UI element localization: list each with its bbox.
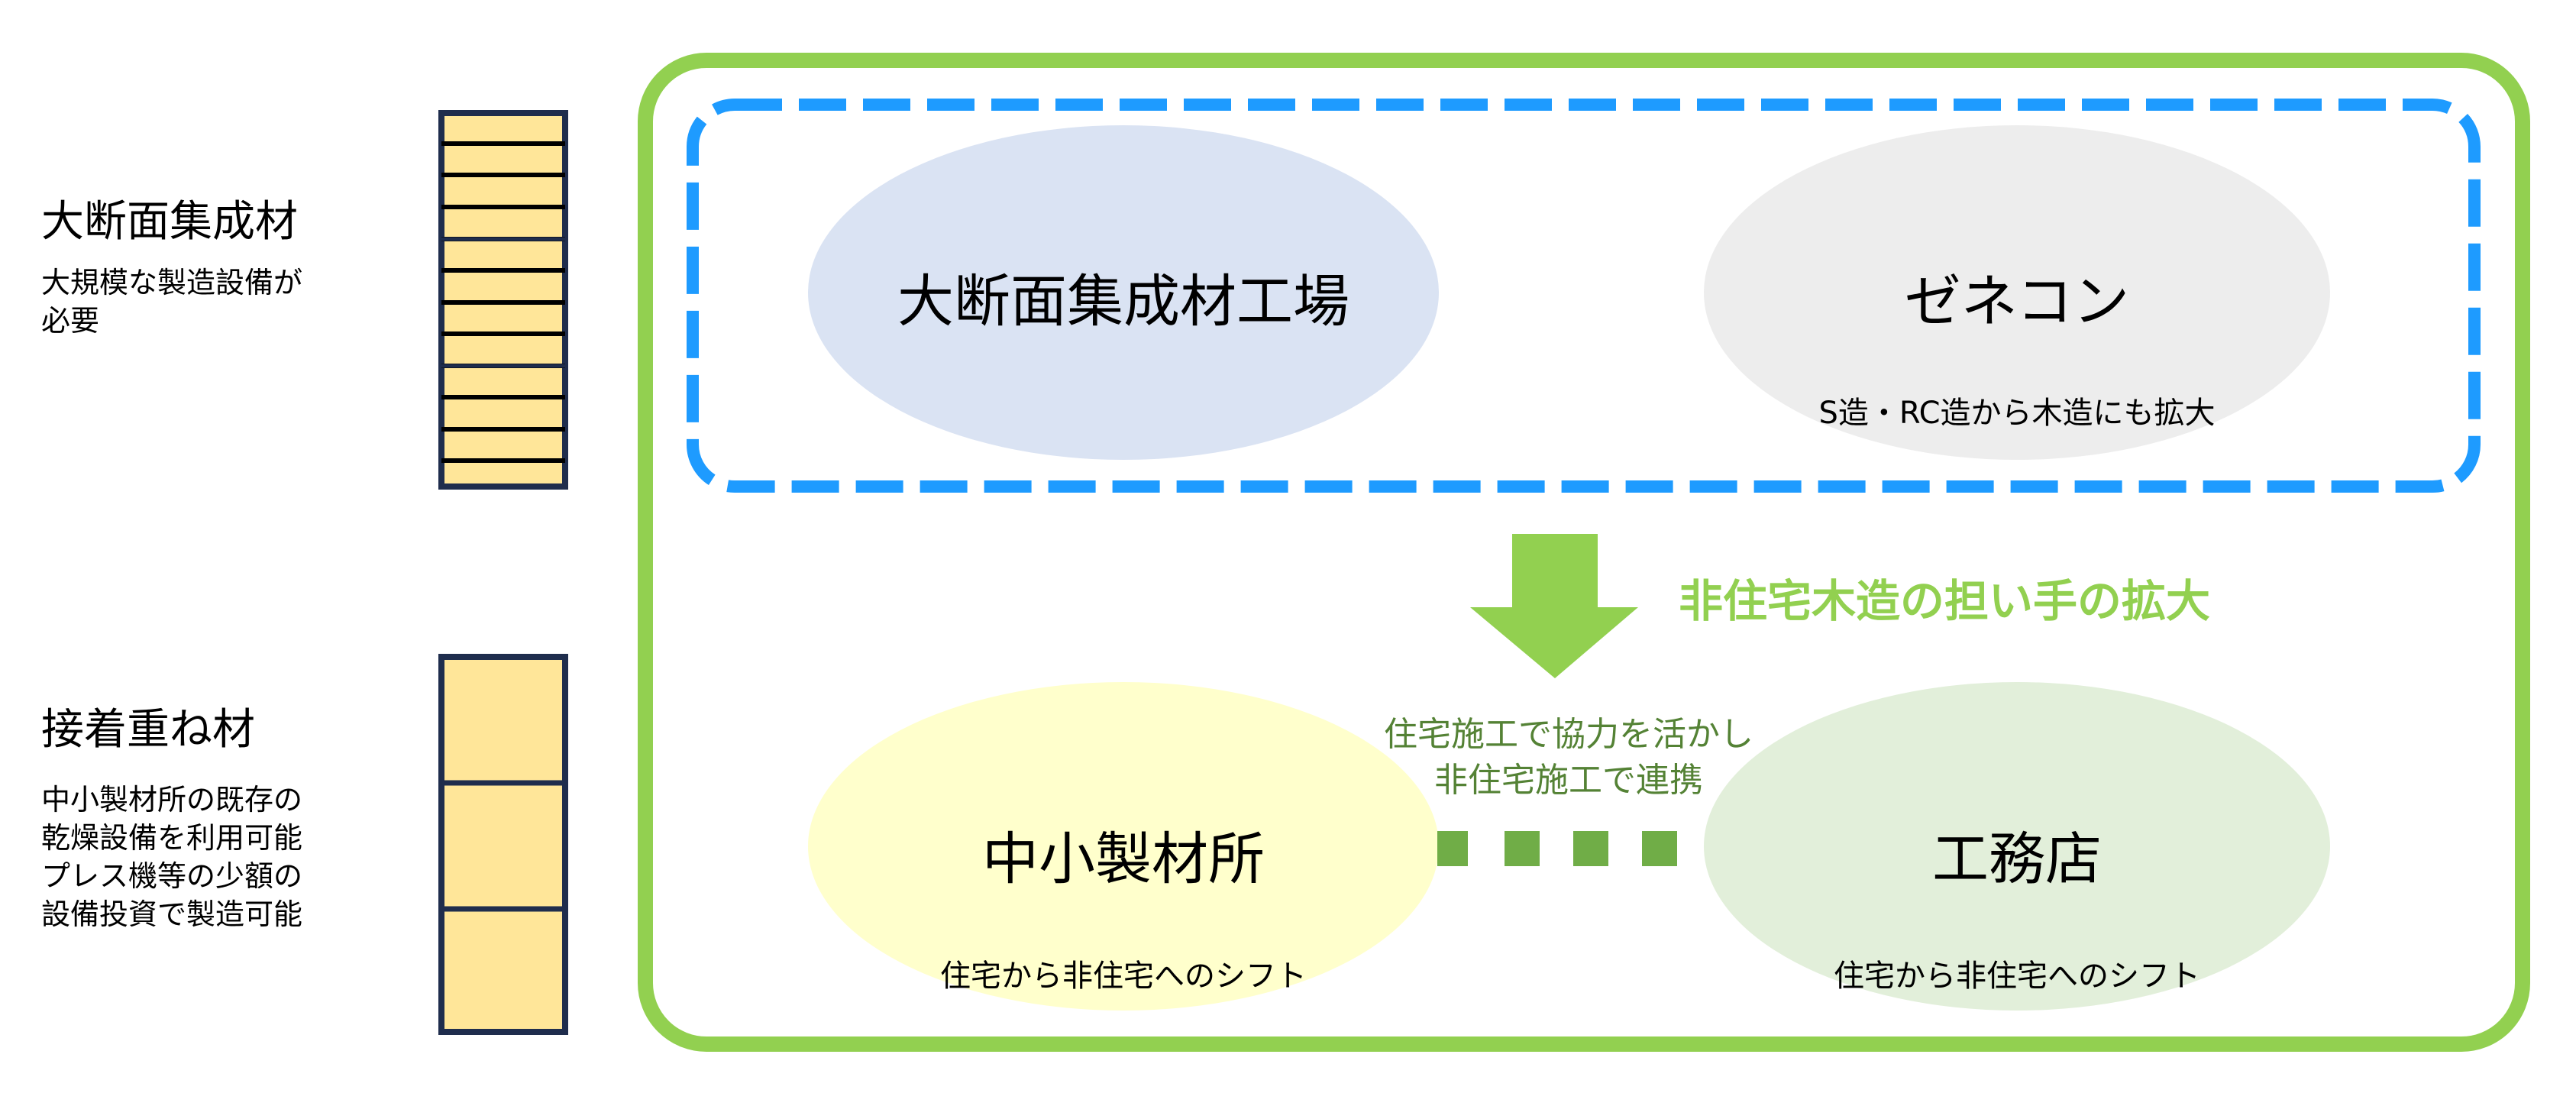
- general-contractor-sub: S造・RC造から木造にも拡大: [1818, 396, 2216, 431]
- glulam-cross-section: [438, 110, 568, 490]
- arrow-label: 非住宅木造の担い手の拡大: [1679, 575, 2211, 627]
- laminated-desc: 中小製材所の既存の 乾燥設備を利用可能 プレス機等の少額の 設備投資で製造可能: [41, 783, 303, 931]
- factory-ellipse: [808, 125, 1439, 460]
- collab-label-line1: 住宅施工で協力を活かし: [1384, 715, 1753, 754]
- glulam-title: 大断面集成材: [41, 197, 298, 247]
- down-arrow-icon: [1470, 534, 1638, 678]
- sawmill-sub: 住宅から非住宅へのシフト: [940, 959, 1307, 994]
- laminated-title: 接着重ね材: [41, 705, 255, 755]
- laminated-cross-section: [438, 654, 568, 1035]
- builder-title: 工務店: [1932, 826, 2102, 892]
- collaboration-link: [1437, 831, 1677, 866]
- builder-ellipse: [1704, 682, 2330, 1011]
- general-contractor-title: ゼネコン: [1904, 269, 2130, 335]
- sawmill-title: 中小製材所: [982, 826, 1265, 892]
- top-group-dashed-frame: [687, 99, 2481, 493]
- sawmill-ellipse: [808, 682, 1439, 1011]
- builder-sub: 住宅から非住宅へのシフト: [1834, 959, 2200, 994]
- outer-frame: [638, 53, 2530, 1052]
- factory-title: 大断面集成材工場: [897, 269, 1349, 335]
- glulam-desc: 大規模な製造設備が 必要: [41, 266, 303, 338]
- general-contractor-ellipse: [1704, 125, 2330, 460]
- collab-label-line2: 非住宅施工で連携: [1434, 761, 1703, 800]
